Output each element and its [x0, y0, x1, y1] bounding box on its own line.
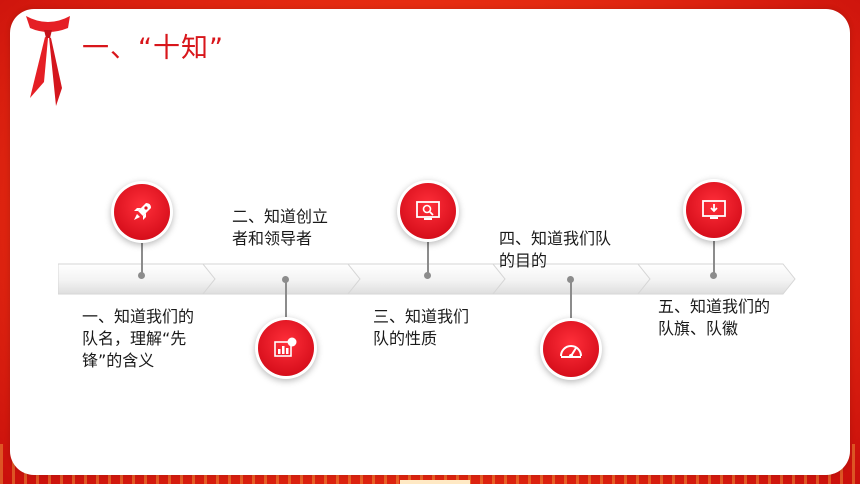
step-3-connector [427, 239, 429, 275]
step-2-label-line: 二、知道创立 [232, 207, 329, 226]
bottom-strip [400, 480, 470, 484]
timeline-arrow-bar [58, 263, 796, 295]
step-5-dot [710, 272, 717, 279]
step-2-label: 二、知道创立 者和领导者 [232, 206, 328, 250]
step-3-circle [400, 183, 456, 239]
step-5-circle [686, 182, 742, 238]
step-3-label-line: 三、知道我们 [373, 307, 470, 326]
step-5-label: 五、知道我们的 队旗、队徽 [658, 296, 770, 340]
step-5-connector [713, 238, 715, 275]
step-5-label-line: 五、知道我们的 [658, 297, 771, 316]
step-5-label-line: 队旗、队徽 [658, 319, 739, 338]
content-card [10, 9, 850, 475]
bar-chart-icon [274, 337, 297, 357]
step-1-label: 一、知道我们的 队名，理解“先 锋”的含义 [82, 306, 194, 372]
step-3-dot [424, 272, 431, 279]
step-4-connector [570, 279, 572, 321]
step-3-label: 三、知道我们 队的性质 [373, 306, 469, 350]
step-1-connector [141, 240, 143, 275]
step-3-label-line: 队的性质 [373, 329, 438, 348]
step-1-label-line: 一、知道我们的 [82, 307, 195, 326]
timeline-segment [58, 263, 216, 295]
step-4-label: 四、知道我们队 的目的 [499, 228, 611, 272]
step-1-label-line: 锋”的含义 [82, 351, 155, 370]
step-2-connector [285, 279, 287, 321]
step-1-label-line: 队名，理解“先 [82, 329, 187, 348]
step-4-dot [567, 276, 574, 283]
timeline-segment [636, 263, 796, 295]
step-4-label-line: 的目的 [499, 251, 548, 270]
speedometer-icon [560, 345, 582, 358]
rocket-icon [134, 203, 151, 220]
red-scarf-icon [26, 16, 70, 106]
download-monitor-icon [702, 200, 726, 219]
step-4-circle [543, 321, 599, 377]
search-monitor-icon [416, 201, 440, 220]
step-2-label-line: 者和领导者 [232, 229, 313, 248]
step-4-label-line: 四、知道我们队 [499, 229, 612, 248]
page-title: 一、“十知” [82, 33, 224, 64]
step-1-dot [138, 272, 145, 279]
step-2-dot [282, 276, 289, 283]
step-2-circle [258, 320, 314, 376]
timeline-segments [58, 263, 796, 295]
step-1-circle [114, 184, 170, 240]
